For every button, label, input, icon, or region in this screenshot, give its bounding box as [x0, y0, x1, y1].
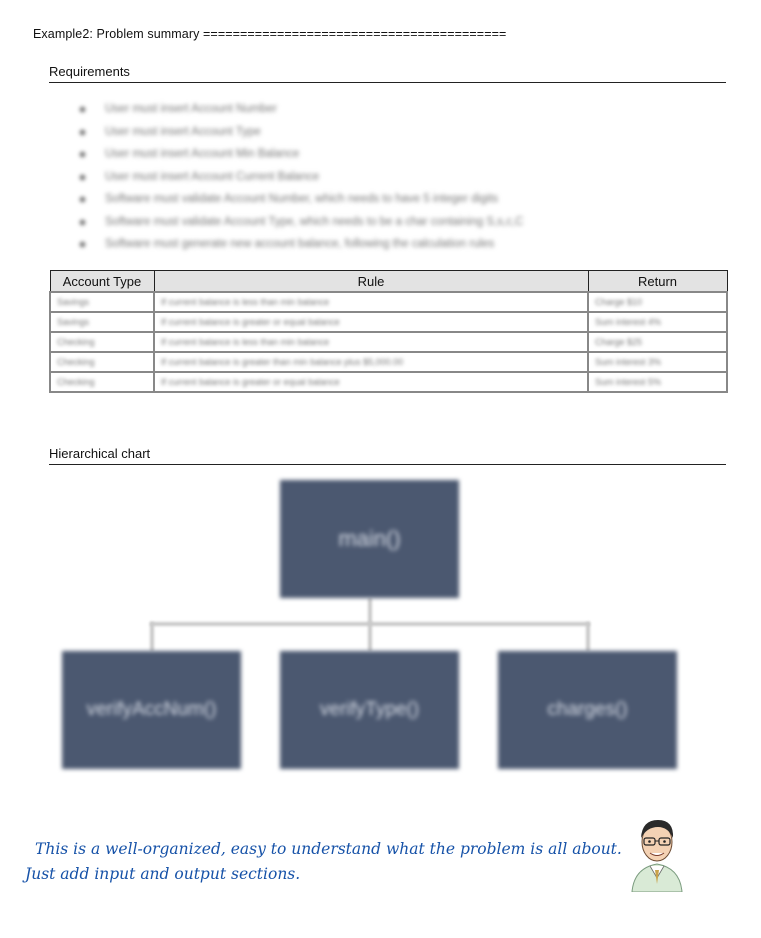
table-row: Checking If current balance is greater o… — [49, 371, 728, 393]
cell-rule: If current balance is less than min bala… — [153, 331, 589, 353]
cell-rule: If current balance is greater than min b… — [153, 351, 589, 373]
list-item: Software must generate new account balan… — [80, 233, 524, 256]
requirements-heading: Requirements — [49, 64, 726, 83]
cell-account-type: Checking — [49, 331, 155, 353]
table-row: Checking If current balance is greater t… — [49, 351, 728, 373]
cell-account-type: Checking — [49, 351, 155, 373]
cell-account-type: Savings — [49, 311, 155, 333]
feedback-comment-line-2: Just add input and output sections. — [25, 865, 301, 883]
feedback-comment-line-1: This is a well-organized, easy to unders… — [35, 840, 622, 858]
chart-node-main: main() — [280, 480, 459, 598]
hierarchical-chart-heading: Hierarchical chart — [49, 446, 726, 465]
table-row: Savings If current balance is greater or… — [49, 311, 728, 333]
list-item: User must insert Account Current Balance — [80, 166, 524, 189]
rule-table: Account Type Rule Return Savings If curr… — [49, 270, 728, 393]
table-row: Savings If current balance is less than … — [49, 291, 728, 313]
column-header-rule: Rule — [153, 270, 589, 293]
cell-rule: If current balance is greater or equal b… — [153, 311, 589, 333]
list-item: User must insert Account Min Balance — [80, 143, 524, 166]
table-header-row: Account Type Rule Return — [49, 270, 728, 293]
column-header-return: Return — [587, 270, 728, 293]
cell-account-type: Savings — [49, 291, 155, 313]
list-item: User must insert Account Number — [80, 98, 524, 121]
chart-node-verify-acc-num: verifyAccNum() — [62, 651, 241, 769]
cell-rule: If current balance is greater or equal b… — [153, 371, 589, 393]
requirements-list: User must insert Account Number User mus… — [80, 98, 524, 256]
cell-return: Charge $25 — [587, 331, 728, 353]
cell-return: Sum interest 3% — [587, 351, 728, 373]
connector-line — [368, 598, 372, 624]
list-item: Software must validate Account Number, w… — [80, 188, 524, 211]
cell-return: Sum interest 4% — [587, 311, 728, 333]
connector-line — [586, 622, 590, 651]
chart-node-charges: charges() — [498, 651, 677, 769]
table-row: Checking If current balance is less than… — [49, 331, 728, 353]
chart-node-verify-type: verifyType() — [280, 651, 459, 769]
cell-rule: If current balance is less than min bala… — [153, 291, 589, 313]
cell-account-type: Checking — [49, 371, 155, 393]
connector-line — [368, 622, 372, 651]
list-item: User must insert Account Type — [80, 121, 524, 144]
connector-line — [150, 622, 154, 651]
column-header-account-type: Account Type — [49, 270, 155, 293]
cell-return: Charge $10 — [587, 291, 728, 313]
instructor-avatar-icon — [631, 820, 683, 892]
cell-return: Sum interest 5% — [587, 371, 728, 393]
list-item: Software must validate Account Type, whi… — [80, 211, 524, 234]
page-title: Example2: Problem summary ==============… — [33, 27, 507, 41]
